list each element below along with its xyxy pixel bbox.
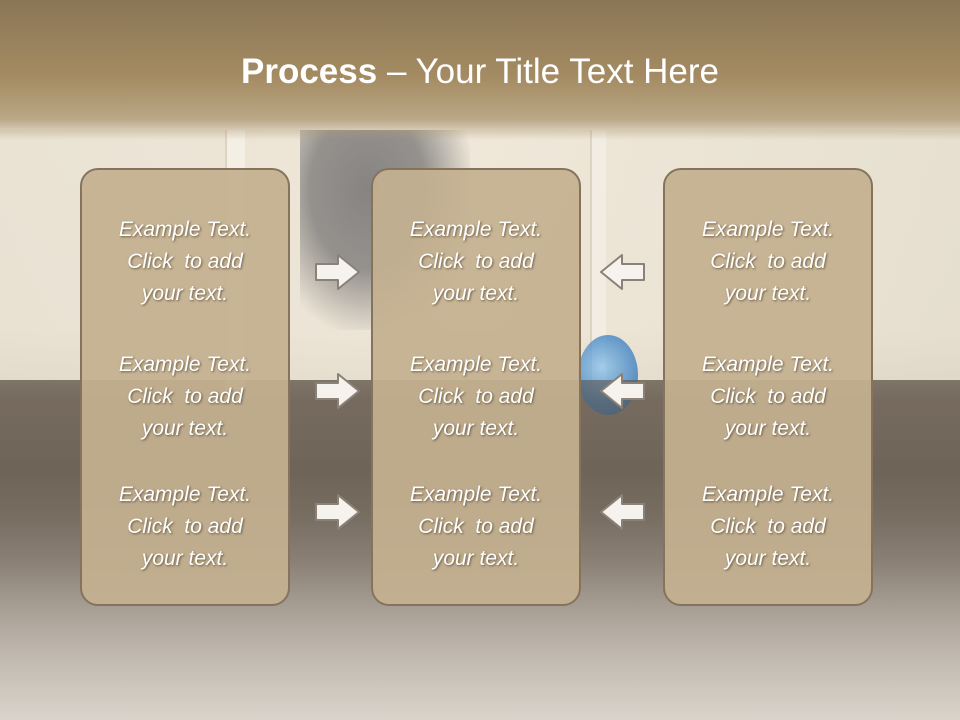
title-bold-text: Process bbox=[241, 52, 378, 91]
text-placeholder[interactable]: Example Text. Click to add your text. bbox=[82, 214, 288, 310]
text-line: your text. bbox=[141, 417, 229, 440]
text-placeholder[interactable]: Example Text. Click to add your text. bbox=[665, 349, 871, 445]
text-line: your text. bbox=[724, 417, 812, 440]
text-line: Click to add bbox=[418, 515, 534, 538]
text-line: your text. bbox=[432, 282, 520, 305]
text-line: Example Text. bbox=[118, 353, 252, 376]
text-placeholder[interactable]: Example Text. Click to add your text. bbox=[373, 479, 579, 575]
text-line: Example Text. bbox=[701, 483, 835, 506]
text-line: your text. bbox=[141, 282, 229, 305]
text-placeholder[interactable]: Example Text. Click to add your text. bbox=[82, 349, 288, 445]
text-line: your text. bbox=[141, 547, 229, 570]
text-line: Example Text. bbox=[118, 483, 252, 506]
arrow-left-icon[interactable] bbox=[598, 252, 646, 292]
arrow-left-icon[interactable] bbox=[598, 492, 646, 532]
arrow-right-icon[interactable] bbox=[314, 371, 362, 411]
text-placeholder[interactable]: Example Text. Click to add your text. bbox=[82, 479, 288, 575]
arrow-right-icon[interactable] bbox=[314, 492, 362, 532]
process-panel-middle[interactable]: Example Text. Click to add your text. Ex… bbox=[371, 168, 581, 606]
text-line: Click to add bbox=[127, 250, 243, 273]
text-line: Click to add bbox=[710, 515, 826, 538]
arrow-right-icon[interactable] bbox=[314, 252, 362, 292]
text-placeholder[interactable]: Example Text. Click to add your text. bbox=[665, 214, 871, 310]
text-line: Click to add bbox=[418, 385, 534, 408]
text-line: your text. bbox=[724, 282, 812, 305]
text-line: Click to add bbox=[418, 250, 534, 273]
process-panel-right[interactable]: Example Text. Click to add your text. Ex… bbox=[663, 168, 873, 606]
text-placeholder[interactable]: Example Text. Click to add your text. bbox=[665, 479, 871, 575]
title-rest-text: – Your Title Text Here bbox=[377, 52, 719, 91]
text-placeholder[interactable]: Example Text. Click to add your text. bbox=[373, 349, 579, 445]
background-door-frame bbox=[590, 130, 606, 380]
text-placeholder[interactable]: Example Text. Click to add your text. bbox=[373, 214, 579, 310]
text-line: Click to add bbox=[710, 250, 826, 273]
arrow-left-icon[interactable] bbox=[598, 371, 646, 411]
text-line: Example Text. bbox=[409, 218, 543, 241]
text-line: Click to add bbox=[127, 385, 243, 408]
text-line: Example Text. bbox=[409, 353, 543, 376]
text-line: Example Text. bbox=[409, 483, 543, 506]
text-line: your text. bbox=[724, 547, 812, 570]
text-line: Example Text. bbox=[701, 218, 835, 241]
text-line: Click to add bbox=[710, 385, 826, 408]
title-band bbox=[0, 0, 960, 140]
process-panel-left[interactable]: Example Text. Click to add your text. Ex… bbox=[80, 168, 290, 606]
text-line: Click to add bbox=[127, 515, 243, 538]
text-line: Example Text. bbox=[118, 218, 252, 241]
text-line: Example Text. bbox=[701, 353, 835, 376]
text-line: your text. bbox=[432, 547, 520, 570]
slide-title[interactable]: Process – Your Title Text Here bbox=[0, 52, 960, 92]
text-line: your text. bbox=[432, 417, 520, 440]
